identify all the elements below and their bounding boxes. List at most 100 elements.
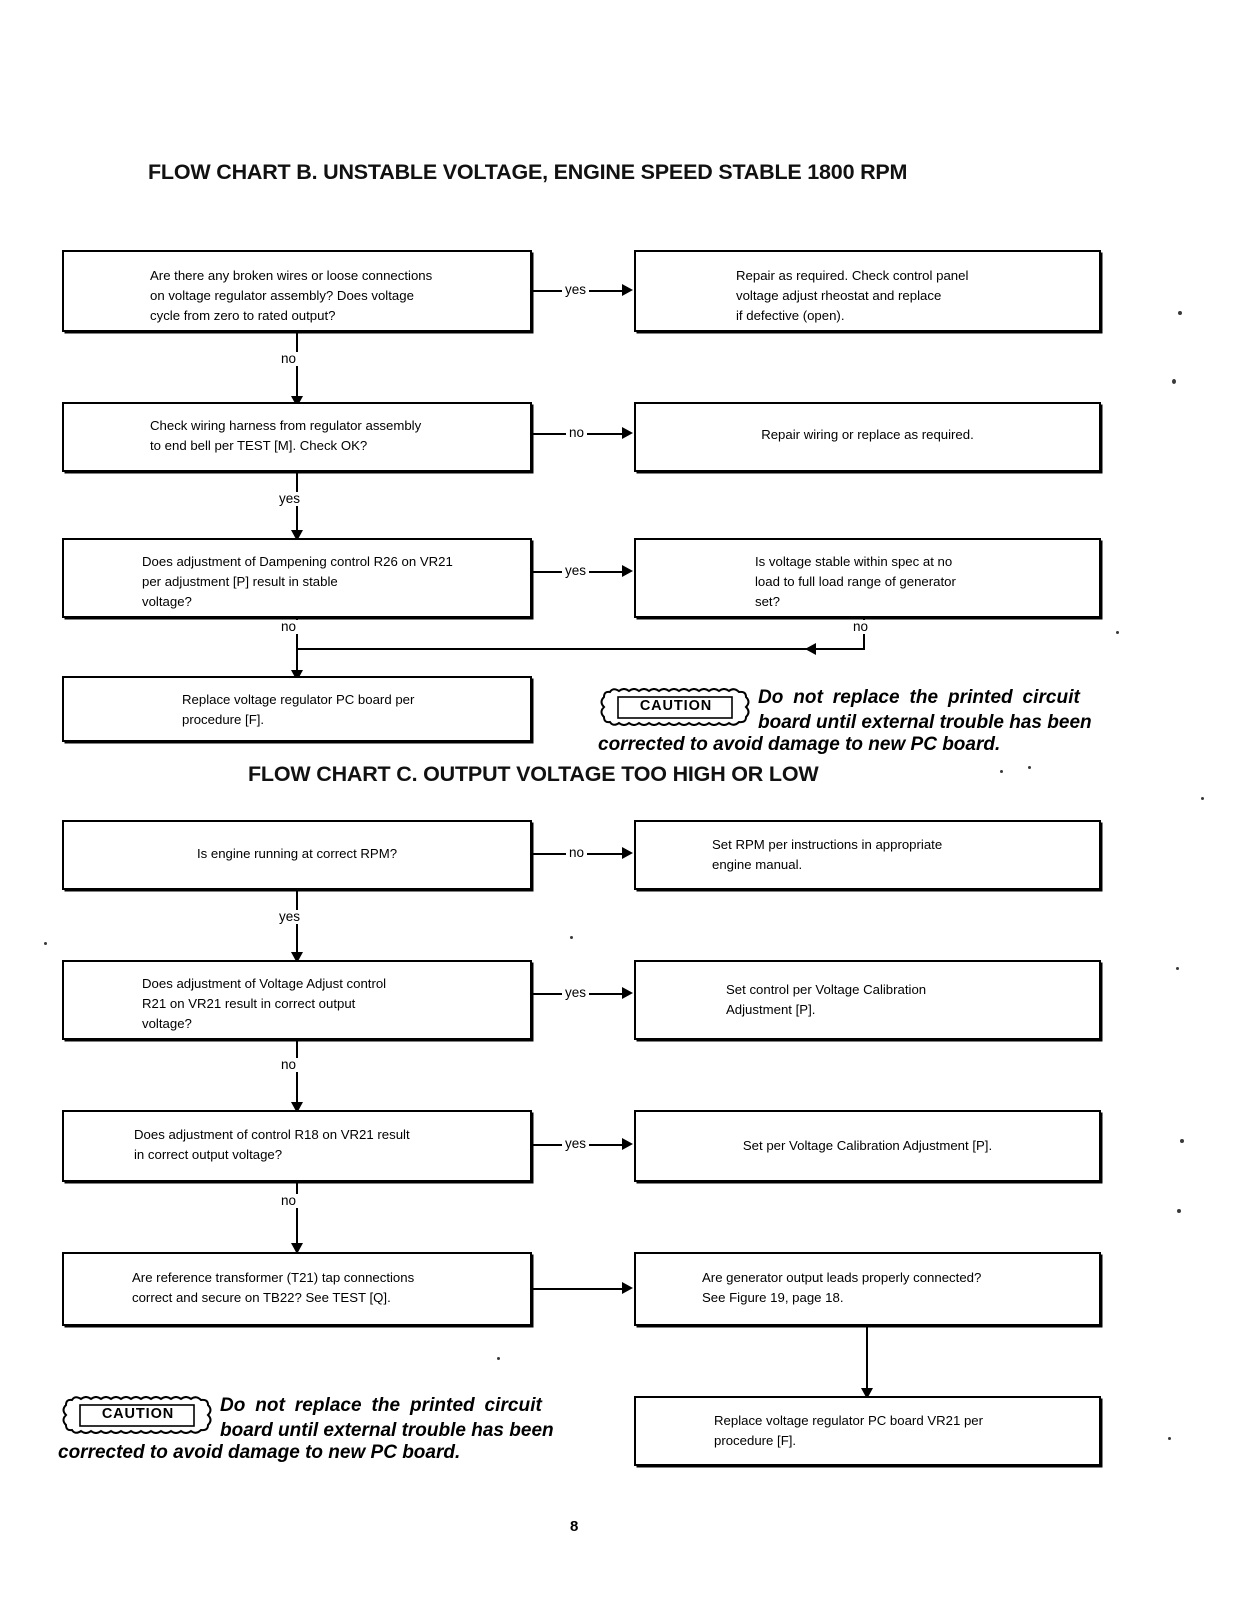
scan-speck: [1116, 631, 1119, 634]
caution-text-c-line1: Do not replace the printed circuit: [220, 1395, 542, 1416]
caution-badge-c-label: CAUTION: [101, 1406, 175, 1422]
edge-b6-join-vline: [863, 618, 866, 650]
edge-label-c1-yes: yes: [276, 910, 304, 924]
edge-b6-join-hline: [296, 648, 865, 651]
flow-box-c1-text: Is engine running at correct RPM?: [196, 846, 398, 861]
edge-b3-b4-arrowhead: [622, 427, 633, 439]
edge-b6-join-arrowhead: [805, 643, 816, 655]
edge-c7-c8-arrowhead: [622, 1282, 633, 1294]
edge-label-b5-yes: yes: [562, 564, 590, 578]
edge-c3-c5-arrowhead: [291, 1102, 303, 1113]
flow-box-c1: Is engine running at correct RPM?: [62, 820, 532, 890]
caution-badge-b: CAUTION: [600, 688, 752, 726]
scan-speck: [44, 942, 47, 945]
edge-label-c3-no: no: [278, 1058, 300, 1072]
flow-box-b6-text: Is voltage stable within spec at no load…: [755, 554, 956, 609]
edge-label-b3-yes: yes: [276, 492, 304, 506]
flow-box-c5: Does adjustment of control R18 on VR21 r…: [62, 1110, 532, 1182]
flow-box-c7: Are reference transformer (T21) tap conn…: [62, 1252, 532, 1326]
flow-box-b2-text: Repair as required. Check control panel …: [736, 268, 969, 323]
edge-label-c1-no: no: [566, 846, 588, 860]
flow-box-c8-text: Are generator output leads properly conn…: [702, 1270, 982, 1305]
scan-speck: [1168, 1437, 1171, 1440]
flow-box-b1-text: Are there any broken wires or loose conn…: [150, 268, 433, 323]
edge-label-b1-yes: yes: [562, 283, 590, 297]
scan-speck: [1180, 1139, 1184, 1143]
scan-speck: [1000, 770, 1003, 773]
edge-b5-b7-arrowhead: [291, 670, 303, 681]
flow-box-b4-text: Repair wiring or replace as required.: [761, 427, 974, 442]
edge-c7-c8-line: [532, 1288, 624, 1291]
flow-box-c7-text: Are reference transformer (T21) tap conn…: [132, 1270, 415, 1305]
flow-box-b5-text: Does adjustment of Dampening control R26…: [142, 554, 453, 609]
caution-scallop-icon: [62, 1396, 212, 1434]
flow-box-b4: Repair wiring or replace as required.: [634, 402, 1101, 472]
caution-badge-c: CAUTION: [62, 1396, 214, 1434]
caution-text-c-line2: board until external trouble has been: [220, 1419, 554, 1441]
caution-text-c-line3: corrected to avoid damage to new PC boar…: [58, 1442, 461, 1463]
edge-label-c5-no: no: [278, 1194, 300, 1208]
caution-text-b-line3-wrap: corrected to avoid damage to new PC boar…: [598, 733, 1000, 758]
caution-text-b-line1: Do not replace the printed circuit: [758, 687, 1080, 708]
edge-b5-b6-arrowhead: [622, 565, 633, 577]
edge-label-c5-yes: yes: [562, 1137, 590, 1151]
edge-b1-b3-line: [296, 332, 299, 406]
flow-box-c6: Set per Voltage Calibration Adjustment […: [634, 1110, 1101, 1182]
flow-box-c8: Are generator output leads properly conn…: [634, 1252, 1101, 1326]
flow-box-b5: Does adjustment of Dampening control R26…: [62, 538, 532, 618]
edge-label-b3-no: no: [566, 426, 588, 440]
flow-box-c3: Does adjustment of Voltage Adjust contro…: [62, 960, 532, 1040]
scan-speck: [1176, 967, 1179, 970]
edge-label-c3-yes: yes: [562, 986, 590, 1000]
chart-b-title: FLOW CHART B. UNSTABLE VOLTAGE, ENGINE S…: [148, 160, 908, 184]
edge-label-b5-no: no: [278, 620, 300, 634]
flow-box-c2: Set RPM per instructions in appropriate …: [634, 820, 1101, 890]
flow-box-b2: Repair as required. Check control panel …: [634, 250, 1101, 332]
edge-b3-b5-arrowhead: [291, 530, 303, 541]
caution-text-b-line2: board until external trouble has been: [758, 711, 1092, 733]
flow-box-b3: Check wiring harness from regulator asse…: [62, 402, 532, 472]
edge-c3-c5-line: [296, 1040, 299, 1112]
caution-text-c-line3-wrap: corrected to avoid damage to new PC boar…: [58, 1441, 460, 1466]
scan-speck: [497, 1357, 500, 1360]
flow-box-b1: Are there any broken wires or loose conn…: [62, 250, 532, 332]
page-number: 8: [570, 1518, 579, 1535]
scan-speck: [1201, 797, 1204, 800]
flow-box-c9-text: Replace voltage regulator PC board VR21 …: [714, 1413, 984, 1448]
flow-box-b7: Replace voltage regulator PC board per p…: [62, 676, 532, 742]
edge-b1-b2-arrowhead: [622, 284, 633, 296]
chart-c-title: FLOW CHART C. OUTPUT VOLTAGE TOO HIGH OR…: [248, 762, 819, 786]
flow-box-b7-text: Replace voltage regulator PC board per p…: [182, 692, 415, 727]
edge-c5-c7-arrowhead: [291, 1243, 303, 1254]
edge-c1-c3-arrowhead: [291, 952, 303, 963]
caution-text-b-line3: corrected to avoid damage to new PC boar…: [598, 734, 1001, 755]
edge-c8-c9-arrowhead: [861, 1388, 873, 1399]
flow-box-c3-text: Does adjustment of Voltage Adjust contro…: [142, 976, 387, 1031]
edge-b3-b5-line: [296, 472, 299, 540]
flow-box-c5-text: Does adjustment of control R18 on VR21 r…: [134, 1127, 410, 1162]
caution-badge-b-label: CAUTION: [639, 698, 713, 714]
flow-box-b6: Is voltage stable within spec at no load…: [634, 538, 1101, 618]
edge-b1-b3-arrowhead: [291, 396, 303, 407]
edge-c8-c9-line: [866, 1326, 869, 1398]
flow-box-c6-text: Set per Voltage Calibration Adjustment […: [742, 1138, 993, 1153]
flow-box-c2-text: Set RPM per instructions in appropriate …: [712, 837, 943, 872]
scan-speck: [1172, 379, 1176, 384]
edge-c5-c7-line: [296, 1182, 299, 1254]
edge-label-b6-no: no: [850, 620, 872, 634]
scan-speck: [1178, 311, 1182, 315]
flow-box-b3-text: Check wiring harness from regulator asse…: [150, 418, 422, 453]
scan-speck: [1177, 1209, 1181, 1213]
edge-c1-c3-line: [296, 890, 299, 962]
flow-box-c9: Replace voltage regulator PC board VR21 …: [634, 1396, 1101, 1466]
edge-c3-c4-arrowhead: [622, 987, 633, 999]
scan-speck: [1028, 766, 1031, 769]
caution-text-b: Do not replace the printed circuit board…: [758, 686, 1092, 735]
flow-box-c4-text: Set control per Voltage Calibration Adju…: [726, 982, 927, 1017]
flow-box-c4: Set control per Voltage Calibration Adju…: [634, 960, 1101, 1040]
edge-c1-c2-arrowhead: [622, 847, 633, 859]
caution-text-c: Do not replace the printed circuit board…: [220, 1394, 554, 1443]
edge-label-b1-no: no: [278, 352, 300, 366]
scan-speck: [570, 936, 573, 939]
